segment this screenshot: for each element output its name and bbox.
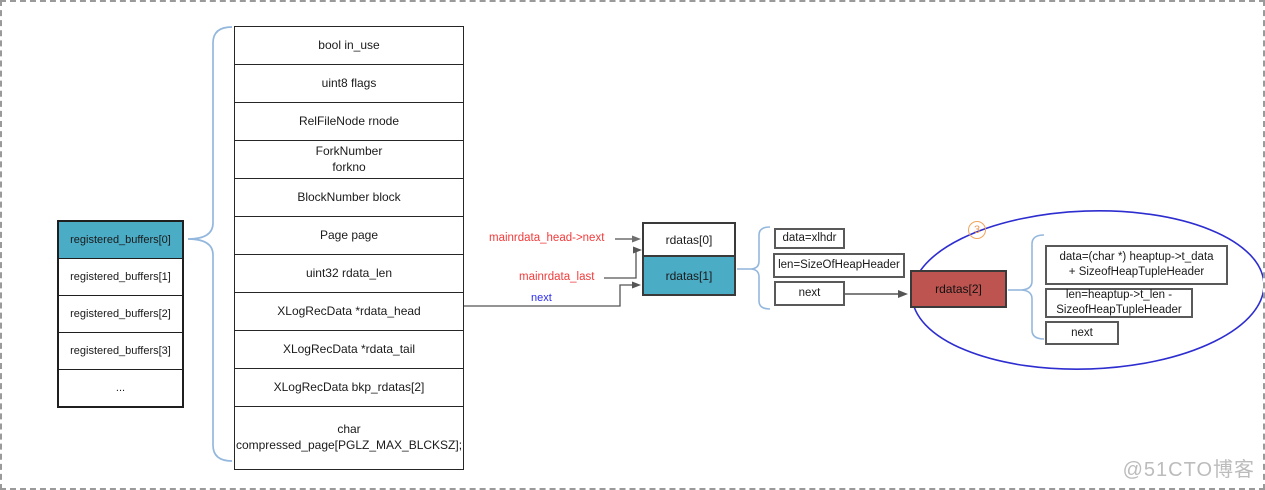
struct-field-block: BlockNumber block bbox=[235, 179, 463, 217]
rdatas1-len-box: len=SizeOfHeapHeader bbox=[773, 253, 905, 278]
51cto-watermark: @51CTO博客 bbox=[1122, 459, 1255, 481]
struct-field-rdata-tail: XLogRecData *rdata_tail bbox=[235, 331, 463, 369]
label-next-pointer: next bbox=[531, 292, 552, 304]
struct-field-in-use: bool in_use bbox=[235, 27, 463, 65]
label-mainrdata-head-next: mainrdata_head->next bbox=[489, 232, 605, 244]
arrowhead-next-to-rdatas2 bbox=[898, 290, 908, 298]
struct-field-rnode: RelFileNode rnode bbox=[235, 103, 463, 141]
registered-buffer-struct: bool in_use uint8 flags RelFileNode rnod… bbox=[234, 26, 464, 470]
registered-buffers-1: registered_buffers[1] bbox=[59, 259, 182, 296]
struct-field-forkno: ForkNumber forkno bbox=[235, 141, 463, 179]
struct-field-compressed-page: char compressed_page[PGLZ_MAX_BLCKSZ]; bbox=[235, 422, 463, 452]
struct-field-rdata-len: uint32 rdata_len bbox=[235, 255, 463, 293]
step-3-badge: 3 bbox=[968, 221, 986, 239]
rdatas2-next-box: next bbox=[1045, 321, 1119, 345]
arrowhead-mainrdata-head bbox=[632, 235, 641, 243]
struct-field-rdata-head: XLogRecData *rdata_head bbox=[235, 293, 463, 331]
registered-buffers-0: registered_buffers[0] bbox=[59, 222, 182, 259]
rdatas2-data-box: data=(char *) heaptup->t_data + SizeofHe… bbox=[1045, 245, 1228, 285]
arrow-mainrdata-last bbox=[604, 250, 637, 279]
rdatas1-data-box: data=xlhdr bbox=[774, 228, 845, 249]
struct-field-page: Page page bbox=[235, 217, 463, 255]
registered-buffers-ellipsis: ... bbox=[59, 370, 182, 406]
registered-buffers-2: registered_buffers[2] bbox=[59, 296, 182, 333]
arrowhead-rdata-head-next bbox=[632, 281, 641, 289]
label-mainrdata-last: mainrdata_last bbox=[519, 271, 595, 283]
rdatas2-len-box: len=heaptup->t_len - SizeofHeapTupleHead… bbox=[1045, 288, 1193, 318]
rdatas1-next-box: next bbox=[774, 281, 845, 306]
brace-rdatas2-to-detail bbox=[1019, 234, 1045, 340]
rdatas-array: rdatas[0] rdatas[1] bbox=[642, 222, 736, 296]
registered-buffers-array: registered_buffers[0] registered_buffers… bbox=[57, 220, 184, 408]
rdatas-0: rdatas[0] bbox=[644, 224, 734, 257]
registered-buffers-3: registered_buffers[3] bbox=[59, 333, 182, 370]
rdatas-1: rdatas[1] bbox=[644, 257, 734, 294]
arrowhead-mainrdata-last bbox=[633, 246, 642, 254]
brace-rdatas1-to-detail bbox=[749, 226, 771, 310]
rdatas-2: rdatas[2] bbox=[910, 270, 1007, 308]
brace-buffers-to-struct bbox=[187, 26, 233, 462]
struct-field-bkp-rdatas: XLogRecData bkp_rdatas[2] bbox=[235, 369, 463, 407]
struct-field-flags: uint8 flags bbox=[235, 65, 463, 103]
